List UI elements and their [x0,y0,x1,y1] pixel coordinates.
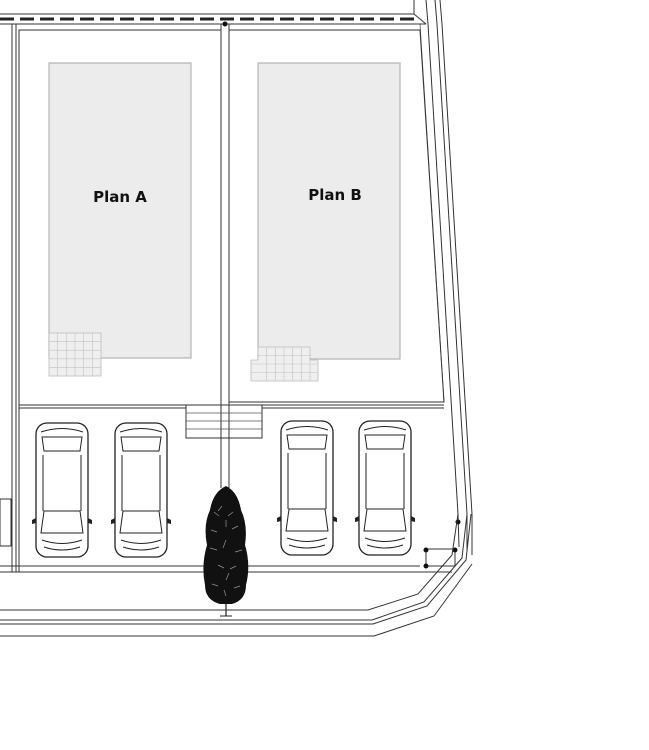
parking-space-3 [276,420,338,556]
lot-b: Plan B [229,29,445,403]
west-boundary-wall [0,24,20,572]
corner-gate [423,519,461,569]
plan-a-label: Plan A [93,188,147,206]
terrace-plan-a [48,332,102,377]
lot-division-line [220,21,230,488]
street-curb [0,513,473,637]
parking-space-4 [354,420,416,556]
plan-b-label: Plan B [308,186,362,204]
car-2 [110,422,172,558]
tree-symbol [203,486,249,617]
building-plan-a [48,62,192,359]
building-plan-b [257,62,401,360]
lot-a: Plan A [18,29,222,406]
car-3 [276,420,338,556]
car-1 [31,422,93,558]
east-property-boundary [413,0,473,555]
car-4 [354,420,416,556]
parking-space-2 [110,422,172,558]
terrace-plan-b [250,346,319,382]
entrance-steps [185,404,263,439]
north-boundary-fence [0,13,426,25]
parking-space-1 [31,422,93,558]
